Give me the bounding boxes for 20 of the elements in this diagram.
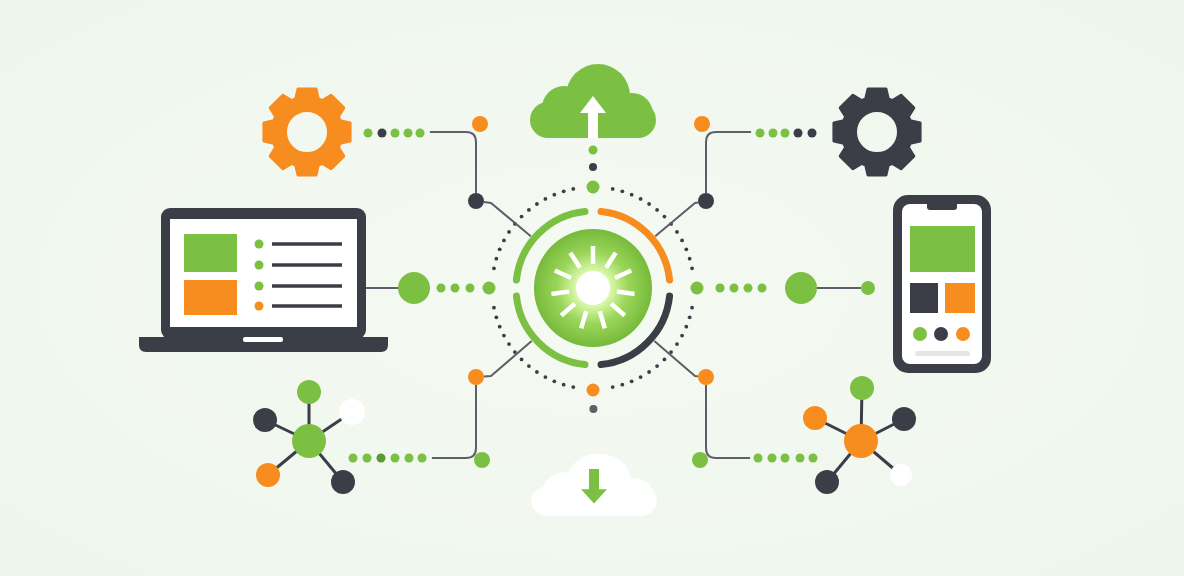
network-nodes-icon xyxy=(802,375,918,495)
connector-line xyxy=(482,201,532,238)
junction-dot xyxy=(698,193,714,209)
junction-dot xyxy=(698,369,714,385)
connector-line xyxy=(365,287,399,289)
smartphone-icon xyxy=(893,195,991,373)
large-dot xyxy=(785,272,817,304)
connector-line xyxy=(654,201,700,238)
gear-icon xyxy=(831,86,923,178)
large-dot xyxy=(398,272,430,304)
gear-icon xyxy=(261,86,353,178)
network-nodes-icon xyxy=(252,379,366,495)
junction-dot xyxy=(468,193,484,209)
connector-line xyxy=(483,339,533,378)
cloud-download-icon xyxy=(529,452,659,518)
connector-line xyxy=(653,339,700,378)
cloud-upload-icon xyxy=(528,62,658,140)
hub-circle xyxy=(512,207,674,369)
junction-dot xyxy=(468,369,484,385)
laptop-icon xyxy=(139,207,389,353)
